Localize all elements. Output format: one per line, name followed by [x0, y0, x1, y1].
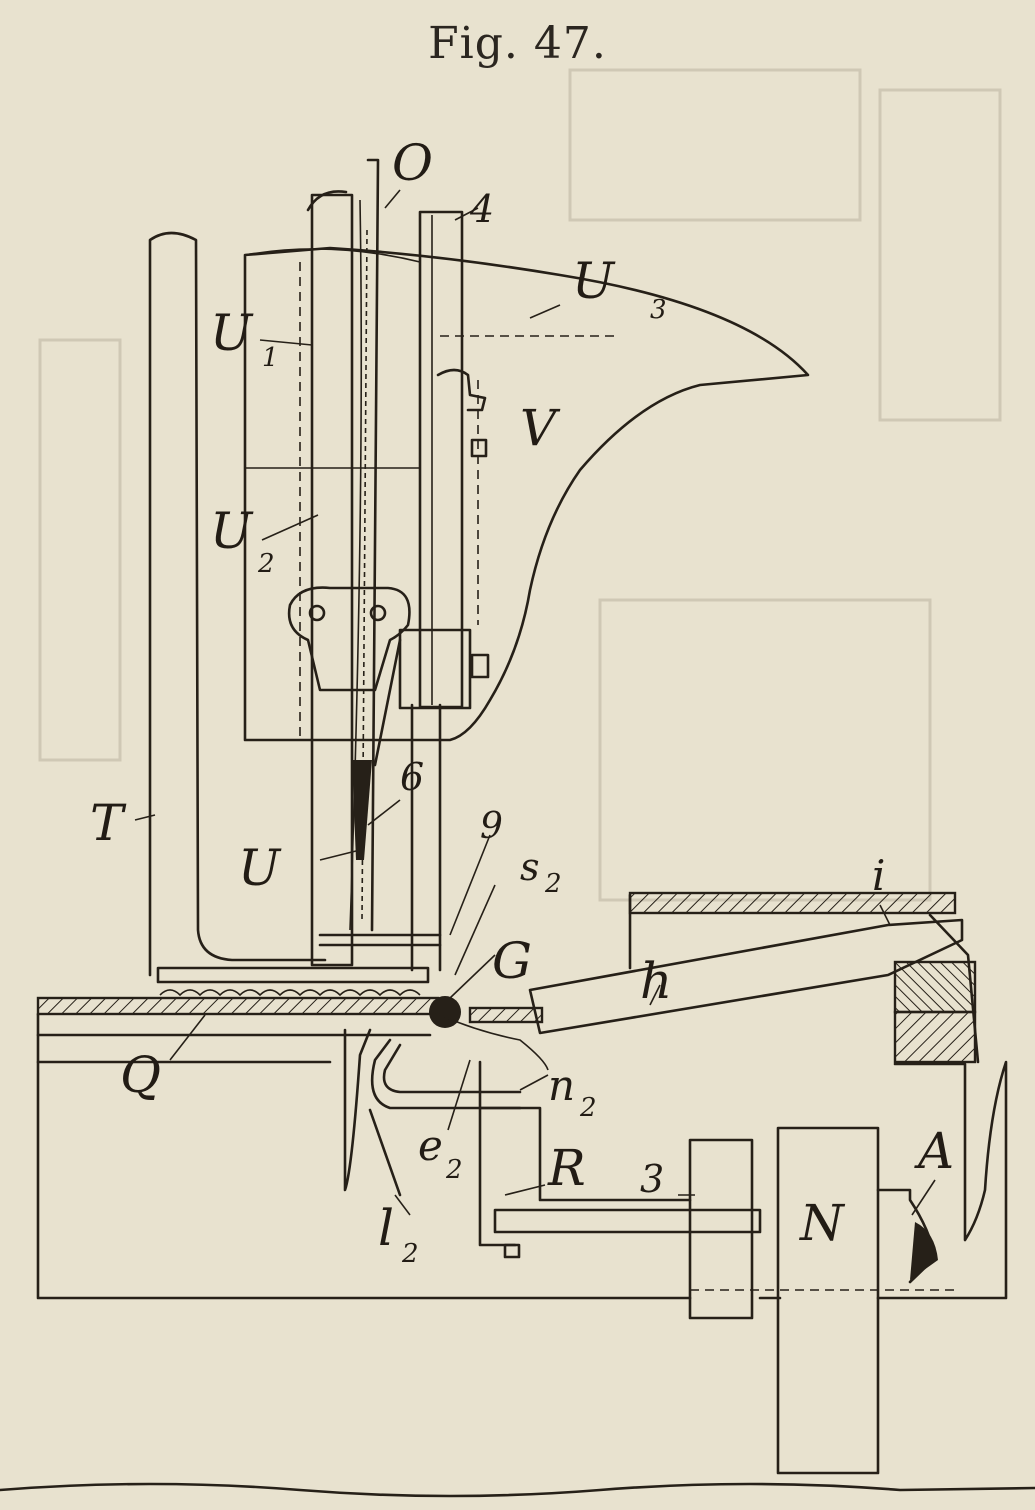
clamp-screw-2 [369, 604, 387, 622]
label-V: V [520, 399, 561, 457]
needle-bar-O [366, 158, 380, 932]
label-6: 6 [400, 755, 424, 799]
housing-top-edge [244, 248, 421, 263]
leader-lines [134, 189, 936, 1216]
box-block-upper [893, 960, 977, 1014]
housing-body [243, 246, 810, 742]
show-through-texture [38, 68, 1002, 902]
label-9: 9 [480, 806, 503, 847]
bed-plate-left [36, 996, 440, 1016]
label-n2: n [548, 1061, 575, 1110]
label-n2-subscript: 2 [579, 1093, 597, 1123]
looper-arm-inner [382, 1043, 522, 1094]
lever-rod [493, 1208, 762, 1234]
guide-block [398, 628, 472, 710]
fitting-square [470, 438, 488, 458]
disc-3 [688, 1138, 754, 1320]
guide-bar-4 [418, 210, 464, 709]
label-R: R [547, 1139, 586, 1197]
disc-N [776, 1126, 880, 1475]
label-U3: U [572, 252, 616, 310]
column-T [148, 231, 327, 977]
clamp-screw-1 [308, 604, 326, 622]
label-e2: e [418, 1121, 443, 1170]
label-U1: U [210, 304, 254, 362]
torn-bottom-edge [0, 1482, 1035, 1498]
lever-foot [503, 1243, 521, 1259]
presser-arm-h [528, 918, 964, 1035]
label-e2-subscript: 2 [445, 1155, 463, 1185]
looper-blade [343, 1028, 372, 1192]
label-G: G [492, 932, 532, 990]
label-U3-subscript: 3 [650, 295, 667, 325]
label-4: 4 [469, 187, 494, 231]
clamp-arm [373, 638, 402, 767]
feed-bar [156, 966, 430, 984]
looper-rod-l2 [368, 1108, 402, 1197]
guide-bar-cap [306, 190, 348, 212]
label-l2-subscript: 2 [401, 1239, 419, 1269]
label-N: N [799, 1194, 846, 1252]
box-i-top [628, 891, 957, 915]
guide-bar-left [310, 193, 354, 967]
label-Q: Q [120, 1046, 161, 1104]
thread-to-n2 [429, 1009, 549, 1071]
label-s2: s [520, 845, 540, 889]
label-l2: l [378, 1199, 394, 1257]
label-U: U [238, 839, 282, 897]
label-i: i [872, 851, 885, 900]
lever-R3 [478, 1060, 692, 1247]
box-block-lower [893, 1010, 977, 1064]
label-3: 3 [640, 1157, 664, 1201]
figure-title: Fig. 47. [428, 18, 607, 69]
chain-thread [361, 229, 368, 921]
fitting-lower [470, 653, 490, 679]
needle-thread-line [349, 199, 363, 931]
bed-plate-right [468, 1006, 544, 1024]
label-h: h [640, 952, 672, 1010]
needle-point-shading [352, 760, 372, 860]
label-U2: U [210, 502, 254, 560]
looper-arm-n2 [370, 1038, 522, 1110]
label-s2-subscript: 2 [544, 869, 562, 899]
label-U2-subscript: 2 [257, 549, 275, 579]
needle-clamp [287, 586, 411, 692]
label-A: A [914, 1122, 954, 1180]
label-T: T [90, 794, 127, 852]
label-U1-subscript: 1 [262, 343, 279, 373]
collar-shading [910, 1222, 938, 1280]
label-O: O [392, 134, 433, 192]
feed-teeth [159, 989, 421, 997]
machine-base [36, 1012, 1008, 1300]
